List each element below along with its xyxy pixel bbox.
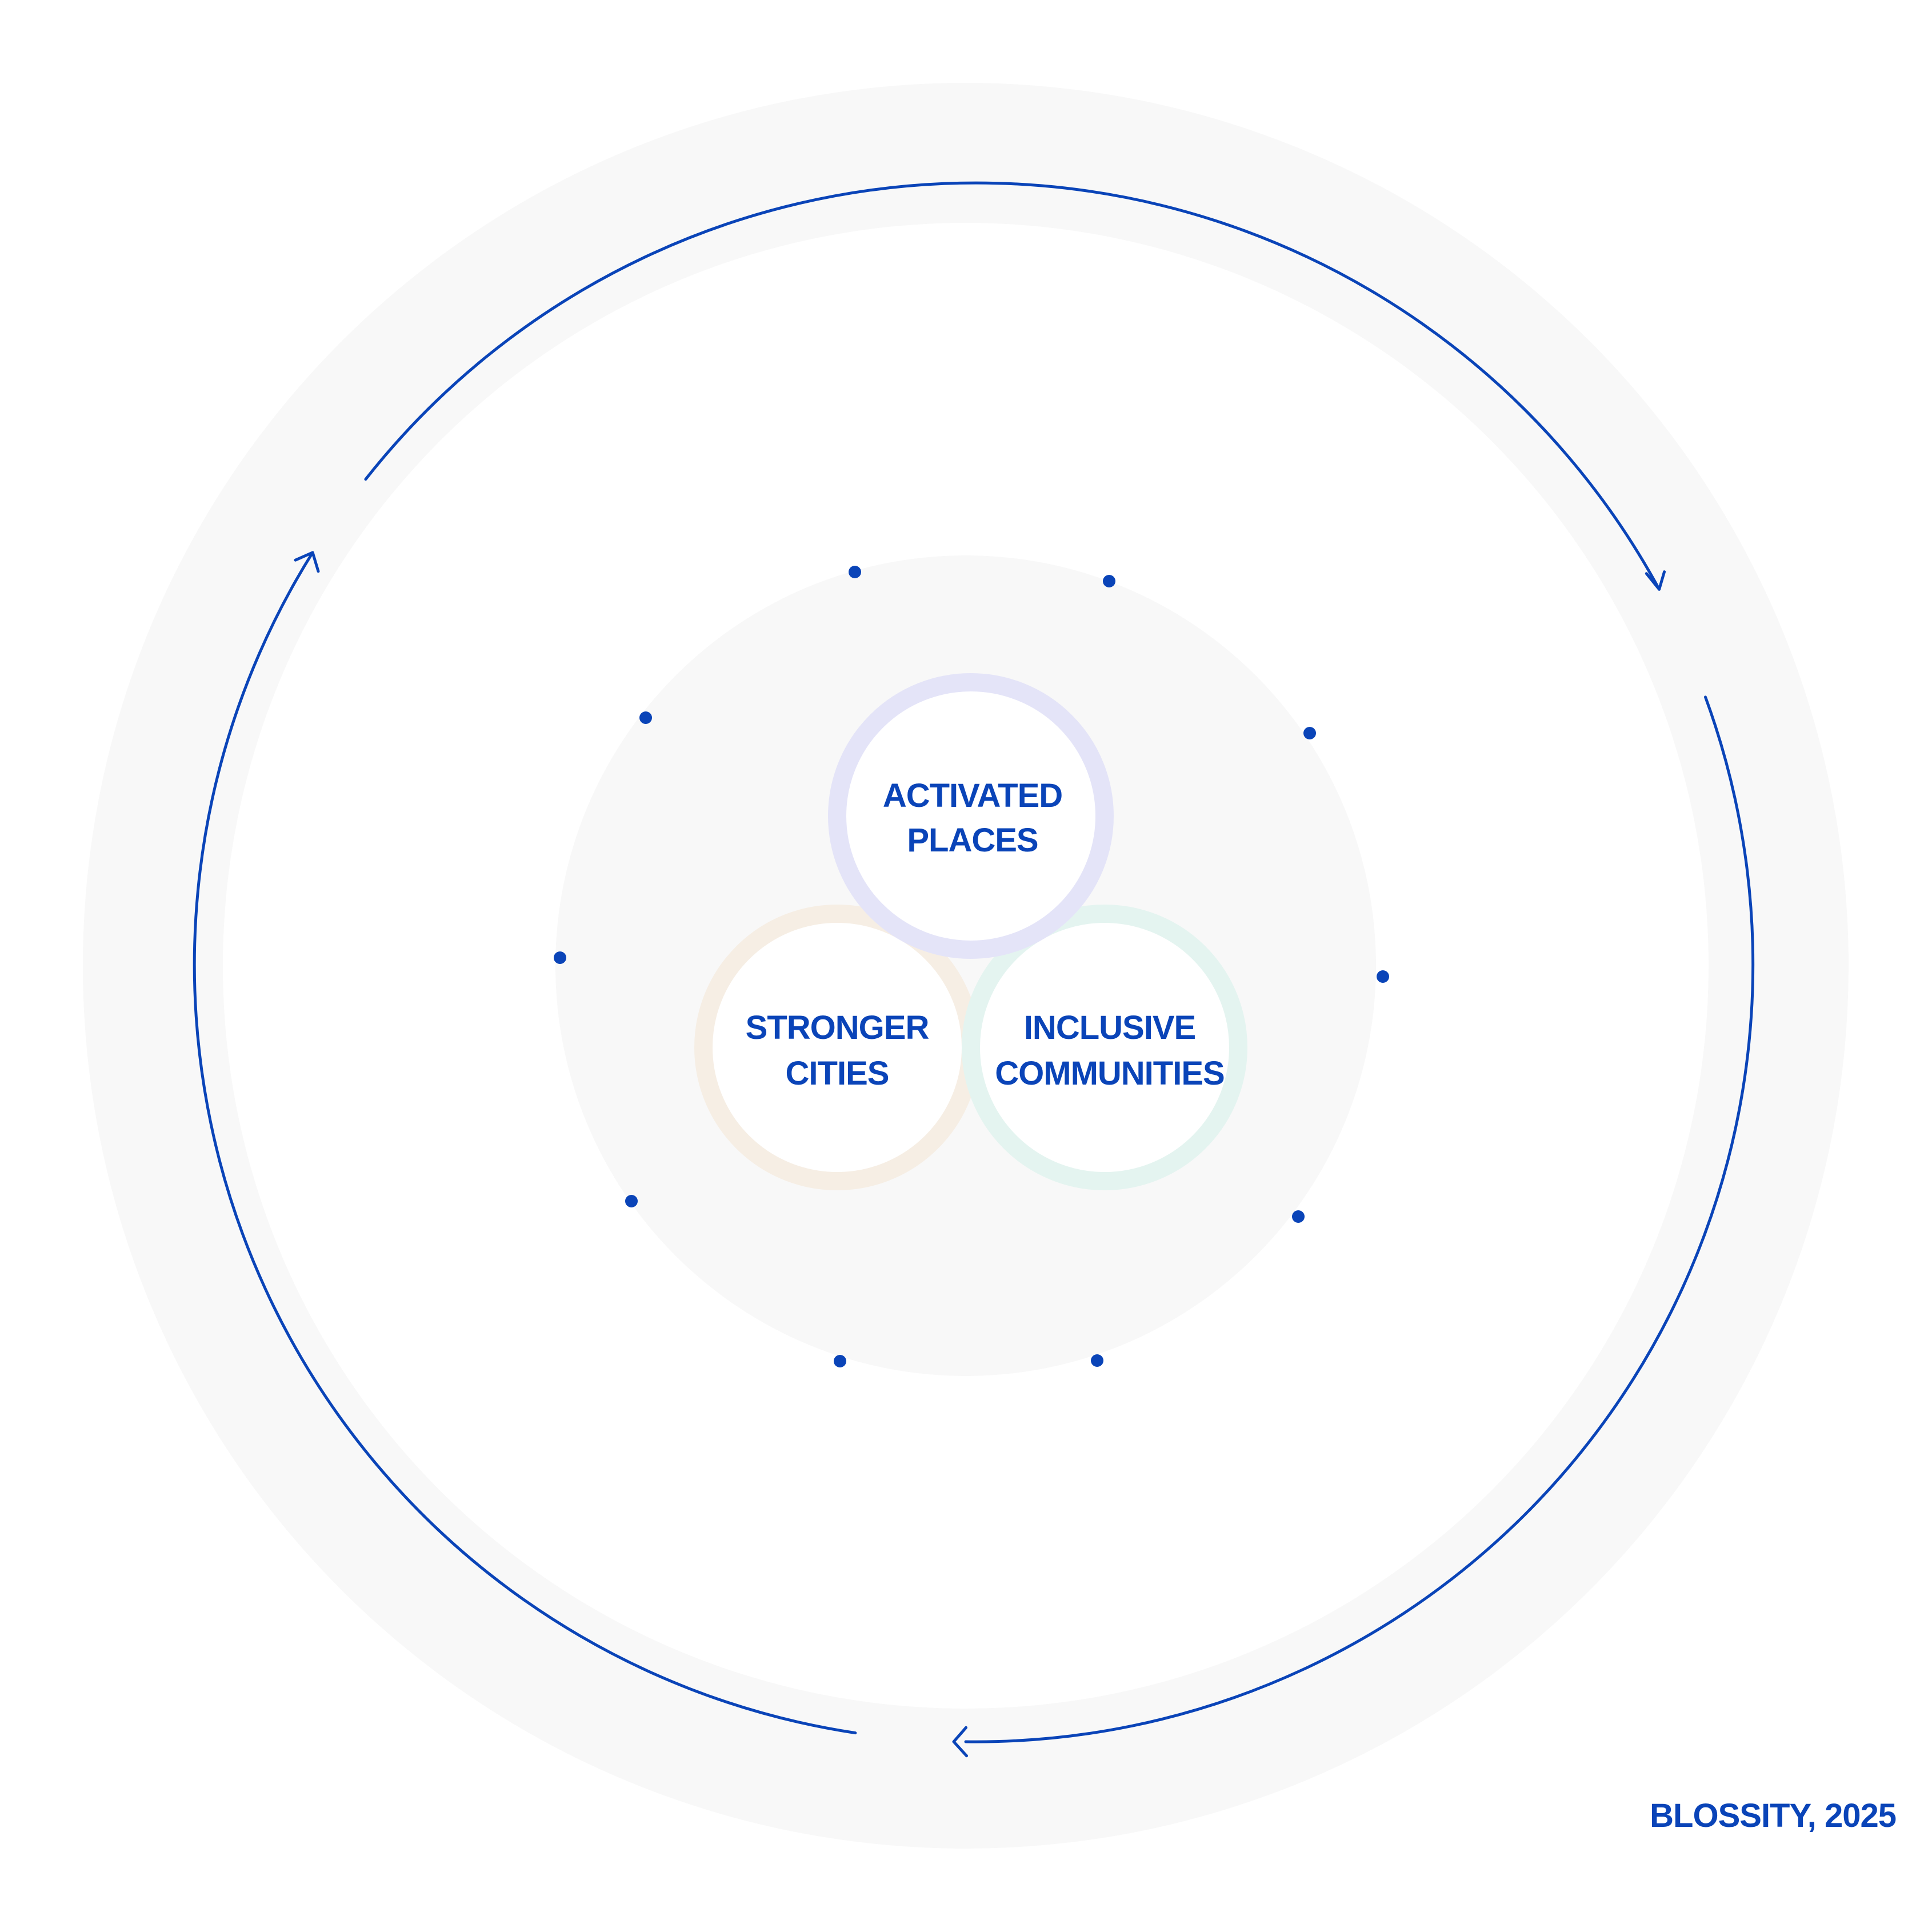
orbit-dot bbox=[639, 711, 652, 724]
inclusive-communities-label-line2: COMMUNITIES bbox=[995, 1055, 1224, 1092]
circle-stronger-cities-ring bbox=[694, 905, 980, 1190]
circle-stronger-cities bbox=[694, 905, 980, 1190]
arrowhead-top-right-icon bbox=[1645, 570, 1666, 591]
orbit-dot bbox=[625, 1195, 638, 1207]
orbit-dot bbox=[1103, 575, 1115, 587]
orbit-dot bbox=[1292, 1210, 1305, 1223]
circle-inclusive-communities bbox=[962, 905, 1247, 1190]
activated-places-label-line1: ACTIVATED bbox=[883, 777, 1062, 814]
stronger-cities-label-line2: CITIES bbox=[786, 1055, 889, 1092]
stronger-cities-label-line1: STRONGER bbox=[746, 1009, 929, 1046]
cycle-arc-left bbox=[193, 551, 857, 1735]
cycle-arc-right bbox=[964, 695, 1755, 1743]
arrowhead-bottom-icon bbox=[952, 1726, 968, 1758]
inclusive-communities-label: INCLUSIVE COMMUNITIES bbox=[995, 1009, 1224, 1092]
orbit-dot bbox=[1303, 727, 1316, 739]
orbit-dots bbox=[554, 566, 1389, 1367]
circle-activated-places-ring bbox=[828, 673, 1114, 959]
cycle-arrows bbox=[193, 181, 1755, 1758]
orbit-dot bbox=[834, 1355, 846, 1367]
circle-inclusive-communities-ring bbox=[962, 905, 1247, 1190]
activated-places-label: ACTIVATED PLACES bbox=[883, 777, 1062, 859]
orbit-dot bbox=[554, 951, 566, 964]
activated-places-label-line2: PLACES bbox=[907, 822, 1038, 859]
cycle-arc-top bbox=[364, 181, 1661, 591]
orbit-dot bbox=[849, 566, 861, 578]
orbit-dot bbox=[1091, 1354, 1103, 1367]
stronger-cities-label: STRONGER CITIES bbox=[746, 1009, 929, 1092]
source-credit: BLOSSITY, 2025 bbox=[1650, 1797, 1896, 1834]
inclusive-communities-label-line1: INCLUSIVE bbox=[1024, 1009, 1195, 1046]
arrowhead-left-icon bbox=[294, 551, 320, 573]
orbit-dot bbox=[1377, 970, 1389, 983]
circle-activated-places bbox=[828, 673, 1114, 959]
